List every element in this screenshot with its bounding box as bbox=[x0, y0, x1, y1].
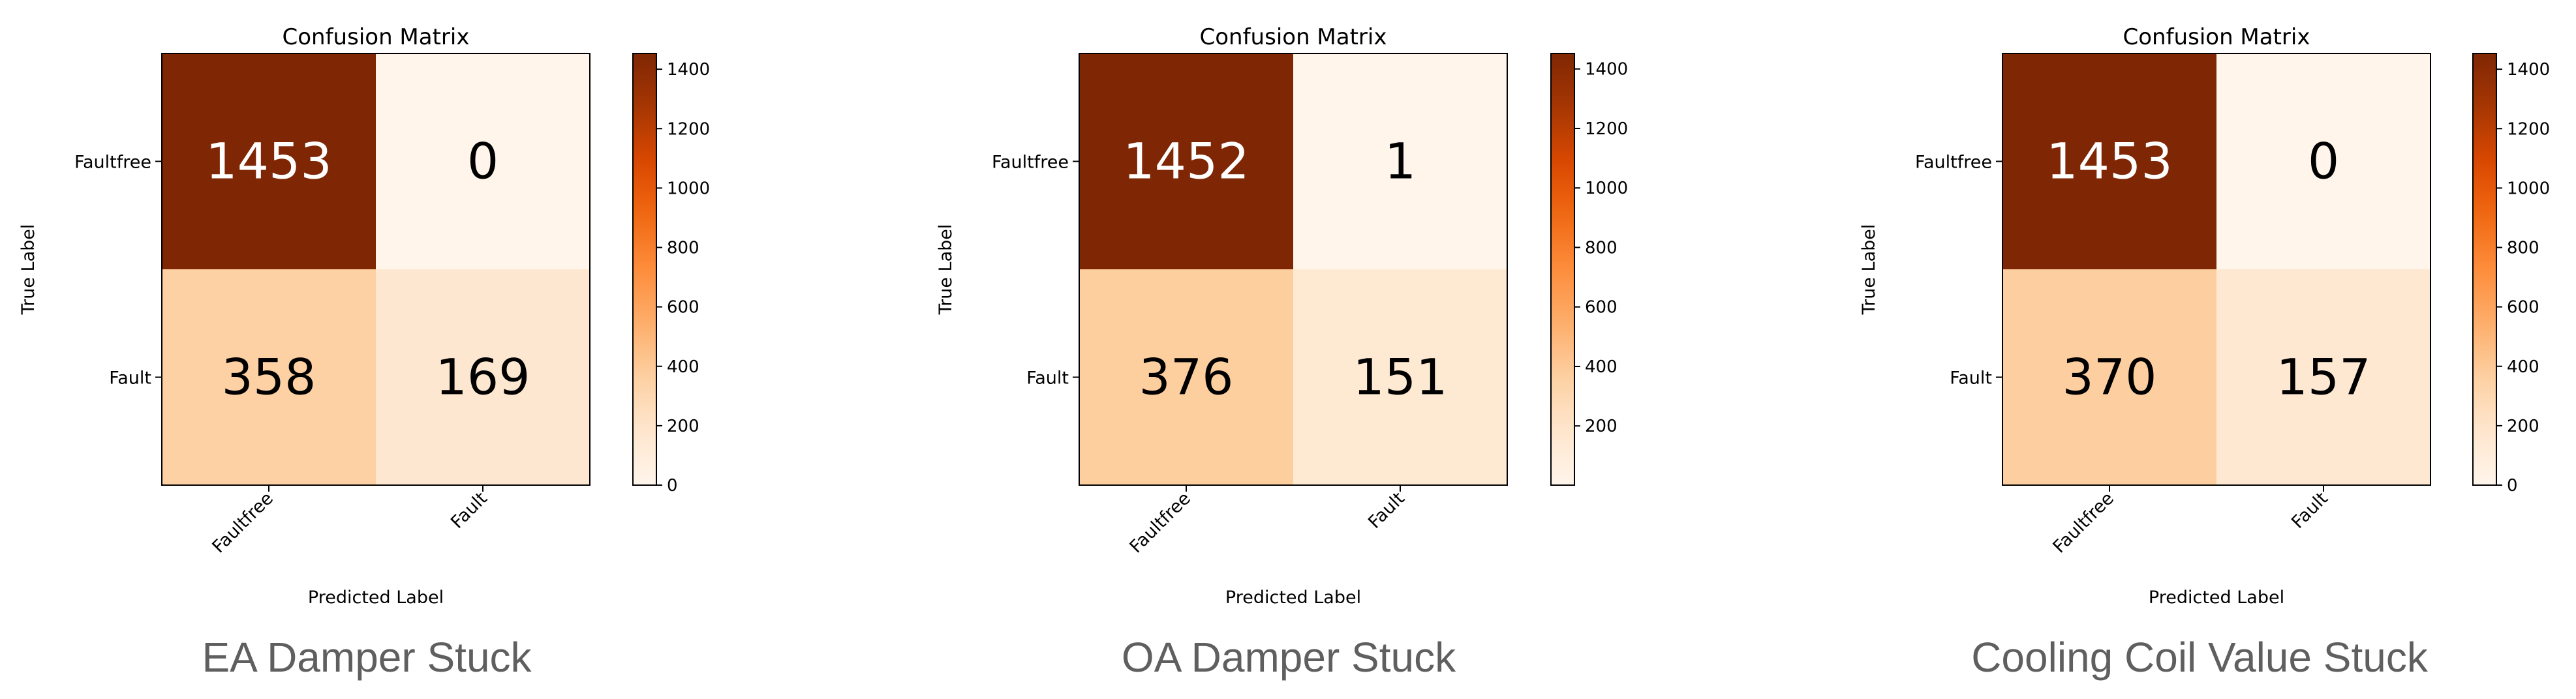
y-tick-label: Faultfree bbox=[74, 153, 151, 173]
cell-value-label: 157 bbox=[2276, 348, 2370, 406]
colorbar bbox=[2472, 53, 2497, 486]
x-axis-label: Predicted Label bbox=[1225, 587, 1361, 608]
y-axis-label: True Label bbox=[936, 224, 956, 316]
colorbar-tick-label: 800 bbox=[2507, 239, 2539, 258]
matrix-cell bbox=[1079, 53, 1293, 269]
cell-value-label: 1452 bbox=[1123, 132, 1249, 190]
matrix-frame bbox=[161, 53, 590, 486]
y-tick-label: Fault bbox=[1950, 368, 1992, 389]
matrix-cell bbox=[162, 53, 376, 269]
cell-value-label: 0 bbox=[467, 132, 498, 190]
x-tick-label: Fault bbox=[447, 488, 491, 533]
y-tick-label: Fault bbox=[1026, 368, 1069, 389]
chart-title: Confusion Matrix bbox=[1200, 24, 1387, 50]
colorbar-tick-label: 200 bbox=[1585, 417, 1618, 436]
colorbar-tick-label: 1000 bbox=[667, 179, 710, 198]
colorbar bbox=[1550, 53, 1575, 486]
colorbar-tick-label: 800 bbox=[667, 239, 699, 258]
x-tick-label: Faultfree bbox=[2049, 488, 2118, 557]
colorbar-tick-label: 600 bbox=[2507, 298, 2539, 318]
x-tick-label: Fault bbox=[2288, 488, 2332, 533]
x-axis-label: Predicted Label bbox=[2149, 587, 2284, 608]
colorbar-tick-label: 600 bbox=[667, 298, 699, 318]
cell-value-label: 1 bbox=[1385, 132, 1416, 190]
colorbar-tick-label: 0 bbox=[667, 476, 678, 496]
colorbar-tick-label: 400 bbox=[667, 357, 699, 377]
colorbar-tick-label: 400 bbox=[2507, 357, 2539, 377]
cell-value-label: 169 bbox=[435, 348, 530, 406]
matrix-cell bbox=[376, 53, 590, 269]
cell-value-label: 1453 bbox=[2046, 132, 2172, 190]
y-tick-label: Fault bbox=[109, 368, 151, 389]
y-tick-label: Faultfree bbox=[1915, 153, 1992, 173]
matrix-cell bbox=[1293, 53, 1507, 269]
cell-value-label: 0 bbox=[2308, 132, 2339, 190]
caption-oa-damper-stuck: OA Damper Stuck bbox=[1121, 634, 1456, 681]
colorbar bbox=[632, 53, 657, 486]
x-tick-label: Faultfree bbox=[209, 488, 277, 557]
colorbar-tick-label: 1200 bbox=[667, 119, 710, 139]
matrix-frame bbox=[2002, 53, 2431, 486]
matrix-cell bbox=[376, 269, 590, 485]
matrix-cell bbox=[162, 269, 376, 485]
x-tick-label: Fault bbox=[1364, 488, 1409, 533]
cell-value-label: 376 bbox=[1139, 348, 1233, 406]
colorbar-tick-label: 400 bbox=[1585, 357, 1618, 377]
matrix-cell bbox=[2216, 53, 2430, 269]
y-tick-label: Faultfree bbox=[992, 153, 1069, 173]
y-axis-label: True Label bbox=[18, 224, 38, 316]
cell-value-label: 358 bbox=[221, 348, 316, 406]
matrix-cell bbox=[2002, 53, 2216, 269]
colorbar-tick-label: 1200 bbox=[1585, 119, 1628, 139]
chart-title: Confusion Matrix bbox=[283, 24, 470, 50]
cell-value-label: 1453 bbox=[206, 132, 331, 190]
colorbar-tick-label: 1400 bbox=[1585, 60, 1628, 80]
colorbar-tick-label: 800 bbox=[1585, 238, 1618, 258]
colorbar-tick-label: 600 bbox=[1585, 298, 1618, 318]
matrix-cell bbox=[1293, 269, 1507, 485]
colorbar-tick-label: 200 bbox=[667, 417, 699, 436]
caption-cooling-coil-value-stuck: Cooling Coil Value Stuck bbox=[1971, 634, 2428, 681]
colorbar-tick-label: 0 bbox=[2507, 476, 2518, 496]
matrix-cell bbox=[2002, 269, 2216, 485]
matrix-cell bbox=[2216, 269, 2430, 485]
chart-title: Confusion Matrix bbox=[2123, 24, 2310, 50]
cell-value-label: 370 bbox=[2062, 348, 2156, 406]
colorbar-tick-label: 200 bbox=[2507, 417, 2539, 436]
matrix-frame bbox=[1079, 53, 1508, 486]
colorbar-tick-label: 1400 bbox=[667, 60, 710, 80]
colorbar-tick-label: 1400 bbox=[2507, 60, 2550, 80]
x-axis-label: Predicted Label bbox=[308, 587, 444, 608]
x-tick-label: Faultfree bbox=[1126, 488, 1195, 557]
matrix-cell bbox=[1079, 269, 1293, 485]
cell-value-label: 151 bbox=[1353, 348, 1447, 406]
colorbar-tick-label: 1200 bbox=[2507, 119, 2550, 139]
y-axis-label: True Label bbox=[1859, 224, 1879, 316]
colorbar-tick-label: 1000 bbox=[1585, 179, 1628, 198]
colorbar-tick-label: 1000 bbox=[2507, 179, 2550, 198]
caption-ea-damper-stuck: EA Damper Stuck bbox=[202, 634, 532, 681]
